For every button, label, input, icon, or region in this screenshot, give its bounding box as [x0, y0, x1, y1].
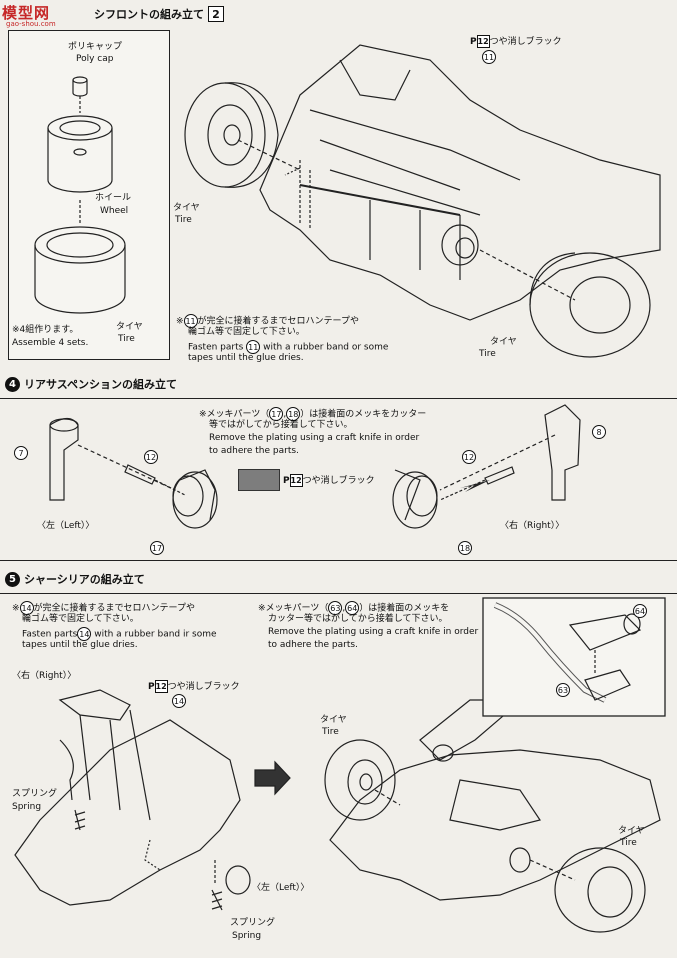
assemble-note-en: Assemble 4 sets. [12, 338, 89, 348]
spring-label-en-2: Spring [232, 931, 262, 941]
front-note-en-1: Fasten parts 11 with a rubber band or so… [188, 340, 388, 354]
polycap-label-jp: ポリキャップ [68, 42, 123, 52]
step4-right-label: 〈右（Right）〉 [500, 521, 565, 531]
tire-label-jp-3: タイヤ [490, 337, 517, 347]
step4-note-en-2: to adhere the parts. [209, 446, 299, 456]
step5-note1-en-2: tapes until the glue dries. [22, 640, 138, 650]
tire-label-en-2: Tire [118, 334, 135, 344]
front-paint-number: 12 [476, 35, 490, 48]
front-note-en-2: tapes until the glue dries. [188, 353, 304, 363]
step-front-header: シフロントの組み立て 2 [94, 6, 224, 22]
step4-note-jp-2: 等ではがしてから接着して下さい。 [209, 420, 353, 430]
watermark-logo: 模型网 [2, 4, 51, 22]
wheel-label-jp: ホイール [95, 193, 132, 203]
step-front-number: 2 [208, 6, 224, 22]
front-part-11: 11 [482, 50, 496, 64]
step5-paint-note: P12つや消しブラック [148, 680, 240, 693]
right-bolt-12 [484, 466, 515, 485]
front-left-tire [184, 82, 266, 188]
spring-label-jp-2: スプリング [230, 918, 276, 928]
step4-rule-bottom [0, 560, 677, 561]
paint-swatch [238, 469, 280, 491]
right-knuckle-8 [544, 404, 581, 501]
step4-paint-note: P12つや消しブラック [283, 474, 375, 487]
wheel-drawing [47, 115, 113, 141]
front-chassis-drawing [259, 44, 661, 321]
step5-note2-jp-2: カッター等ではがしてから接着して下さい。 [268, 614, 448, 624]
wheel-label-en: Wheel [100, 206, 129, 216]
rear-tire-left [324, 739, 396, 821]
tire-label-en-1: Tire [175, 215, 192, 225]
step5-number: 5 [5, 571, 20, 587]
step4-note-en-1: Remove the plating using a craft knife i… [209, 433, 420, 443]
step5-note2-en-2: to adhere the parts. [268, 640, 358, 650]
assemble-note-jp: ※4組作ります。 [12, 325, 79, 335]
part-63: 63 [556, 683, 570, 697]
polycap-label-en: Poly cap [76, 54, 114, 64]
left-bolt-12 [124, 464, 156, 485]
front-note-part: 11 [183, 314, 198, 328]
step5-left-label: 〈左（Left）〉 [252, 883, 310, 893]
step4-title: リアサスペンションの組み立て [24, 378, 178, 391]
rear-chassis-left [14, 719, 241, 906]
front-paint-note: P12つや消しブラック [470, 35, 562, 48]
watermark-url: gao-shou.com [6, 20, 56, 28]
part-64: 64 [633, 604, 647, 618]
front-paint-code: P [470, 37, 477, 47]
step5-rule [0, 593, 677, 594]
step5-tire-jp-2: タイヤ [618, 826, 645, 836]
step5-note1-jp-2: 輪ゴム等で固定して下さい。 [22, 614, 139, 624]
step-front-title: シフロントの組み立て [94, 8, 204, 21]
spring-label-jp-1: スプリング [12, 789, 58, 799]
front-right-tire [529, 252, 651, 358]
part-17: 17 [150, 541, 164, 555]
part-12-right: 12 [462, 450, 476, 464]
part-14: 14 [172, 694, 186, 708]
step5-tire-en-2: Tire [620, 838, 637, 848]
tire-label-jp-2: タイヤ [116, 322, 143, 332]
tire-label-jp-1: タイヤ [173, 203, 200, 213]
step5-title: シャーシリアの組み立て [24, 573, 145, 586]
step4-note-jp-1: ※メッキパーツ（17,18）は接着面のメッキをカッター [199, 407, 426, 421]
step5-tire-jp-1: タイヤ [320, 715, 347, 725]
progress-arrow [254, 760, 291, 796]
step4-rule-top [0, 398, 677, 399]
rear-chassis-right [329, 749, 661, 901]
step5-header: 5 シャーシリアの組み立て [5, 571, 145, 587]
step4-left-label: 〈左（Left）〉 [37, 521, 95, 531]
spring-label-en-1: Spring [12, 802, 42, 812]
step5-note2-jp-1: ※メッキパーツ（63,64）は接着面のメッキを [258, 601, 449, 615]
rear-tire-right [554, 847, 646, 933]
polycap-drawing [72, 76, 88, 84]
tire-label-en-3: Tire [479, 349, 496, 359]
step4-number: 4 [5, 376, 20, 392]
part-8: 8 [592, 425, 606, 439]
part-18: 18 [458, 541, 472, 555]
step4-header: 4 リアサスペンションの組み立て [5, 376, 177, 392]
front-note-jp-2: 輪ゴム等で固定して下さい。 [188, 327, 305, 337]
right-hub-18 [392, 471, 438, 529]
part-7: 7 [14, 446, 28, 460]
step5-note2-en-1: Remove the plating using a craft knife i… [268, 627, 479, 637]
part-12-left: 12 [144, 450, 158, 464]
front-paint-label: つや消しブラック [489, 37, 562, 47]
step5-tire-en-1: Tire [322, 727, 339, 737]
step5-right-label: 〈右（Right）〉 [12, 671, 77, 681]
wheel-assembly-panel [8, 30, 170, 360]
